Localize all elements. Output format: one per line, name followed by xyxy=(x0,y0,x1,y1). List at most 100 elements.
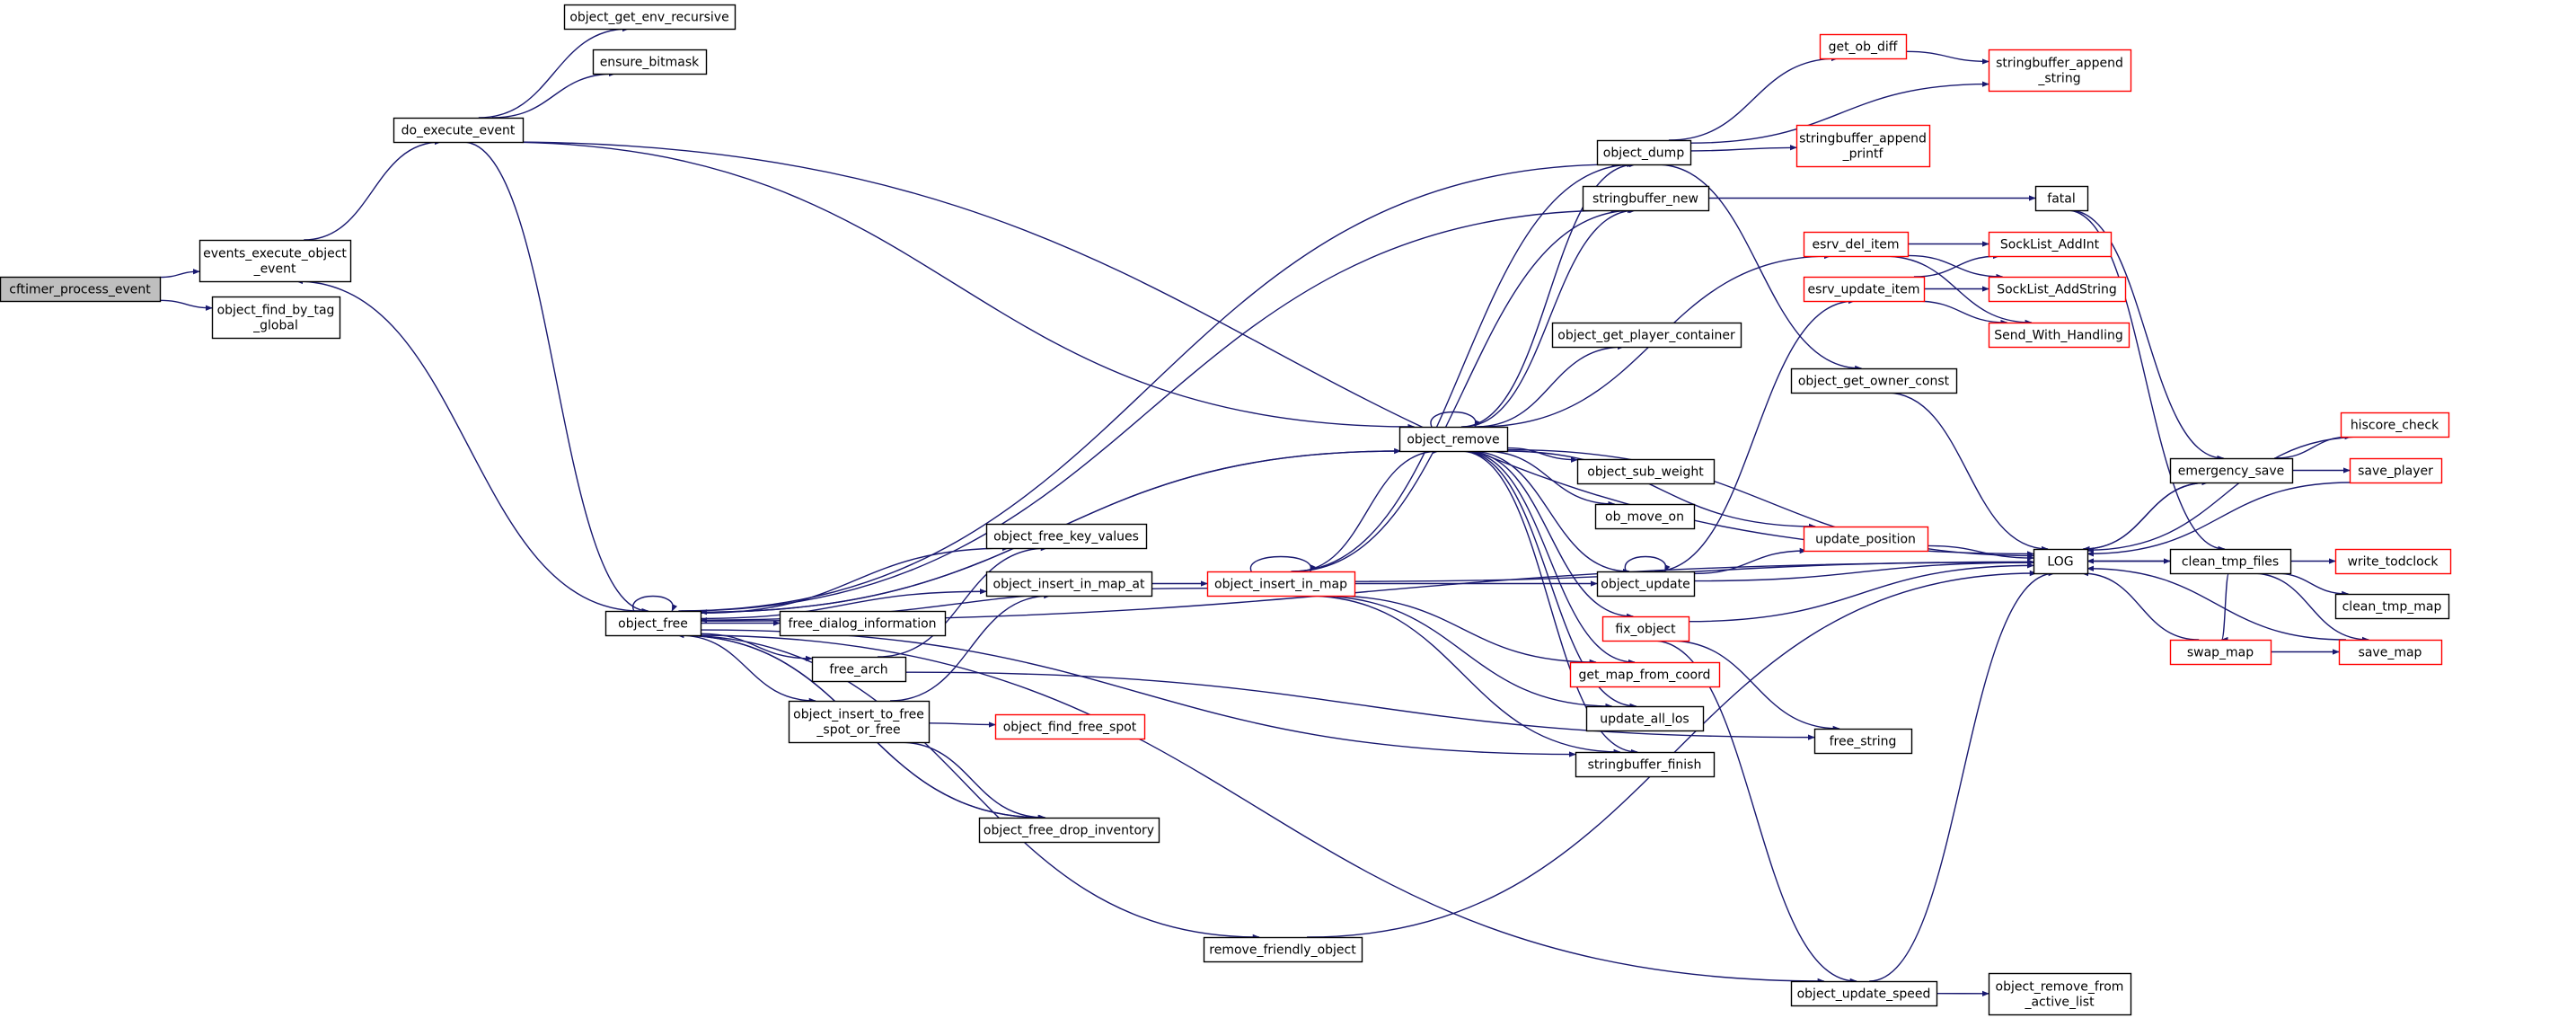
node-clean-tmp-files[interactable]: clean_tmp_files xyxy=(2169,548,2292,575)
node-get-ob-diff[interactable]: get_ob_diff xyxy=(1819,33,1908,60)
node-write-todclock[interactable]: write_todclock xyxy=(2334,548,2452,575)
edge-line xyxy=(1927,544,2034,562)
node-swap-map[interactable]: swap_map xyxy=(2169,639,2272,666)
edge-clean_tmp_files-to-save_map xyxy=(2251,572,2370,643)
edge-line xyxy=(2080,570,2200,641)
node-get-map-from-coord[interactable]: get_map_from_coord xyxy=(1569,661,1721,688)
node-box xyxy=(994,713,1146,740)
node-update-position[interactable]: update_position xyxy=(1803,526,1929,553)
node-box xyxy=(211,296,341,340)
edge-line xyxy=(904,671,1815,740)
edge-line xyxy=(700,629,1576,757)
node-esrv-update-item[interactable]: esrv_update_item xyxy=(1803,276,1926,303)
edge-line xyxy=(1305,595,1621,756)
edge-do_execute_event-to-object_remove xyxy=(497,141,1416,430)
node-box xyxy=(2169,457,2294,484)
node-label: cftimer_process_event xyxy=(9,283,151,297)
edge-line xyxy=(1295,447,1440,572)
node-update-all-los[interactable]: update_all_los xyxy=(1585,705,1705,732)
node-save-map[interactable]: save_map xyxy=(2338,639,2443,666)
node-SockList-AddString[interactable]: SockList_AddString xyxy=(1988,276,2127,303)
node-hiscore-check[interactable]: hiscore_check xyxy=(2340,412,2450,438)
node-ob-move-on[interactable]: ob_move_on xyxy=(1594,503,1696,530)
edge-line xyxy=(2220,572,2230,643)
node-do-execute-event[interactable]: do_execute_event xyxy=(393,117,525,144)
edge-fatal-to-clean_tmp_files xyxy=(2067,209,2226,553)
edge-object_dump-to-object_get_owner_const xyxy=(1655,164,1863,372)
node-object-get-player-container[interactable]: object_get_player_container xyxy=(1551,322,1742,349)
node-label: object_dump xyxy=(1603,146,1685,161)
edge-line xyxy=(2274,433,2352,459)
node-object-free-key-values[interactable]: object_free_key_values xyxy=(985,523,1148,550)
node-fix-object[interactable]: fix_object xyxy=(1601,615,1690,642)
edge-do_execute_event-to-ensure_bitmask xyxy=(491,70,616,119)
node-SockList-AddInt[interactable]: SockList_AddInt xyxy=(1988,231,2113,258)
node-box xyxy=(0,276,162,303)
edge-line xyxy=(1503,450,1816,530)
edge-fix_object-to-object_update_speed xyxy=(1653,640,1857,985)
node-label: object_sub_weight xyxy=(1587,465,1704,480)
edge-line xyxy=(1462,207,1637,428)
edge-object_remove-to-object_dump xyxy=(1460,161,1636,428)
node-label: update_all_los xyxy=(1600,713,1689,727)
node-object-get-env-recursive[interactable]: object_get_env_recursive xyxy=(563,4,737,31)
node-object-remove-from-active-list[interactable]: object_remove_from_active_list xyxy=(1988,972,2132,1016)
node-object-free-drop-inventory[interactable]: object_free_drop_inventory xyxy=(978,817,1160,844)
node-ensure-bitmask[interactable]: ensure_bitmask xyxy=(592,49,708,75)
node-object-sub-weight[interactable]: object_sub_weight xyxy=(1576,458,1716,485)
edge-line xyxy=(1693,547,1807,575)
node-object-update-speed[interactable]: object_update_speed xyxy=(1790,980,1938,1007)
edge-object_dump-to-stringbuffer_append_printf xyxy=(1689,145,1797,152)
edge-object_free-to-LOG xyxy=(700,559,2034,622)
node-object-find-free-spot[interactable]: object_find_free_spot xyxy=(994,713,1146,740)
node-stringbuffer-finish[interactable]: stringbuffer_finish xyxy=(1575,751,1716,778)
node-object-dump[interactable]: object_dump xyxy=(1596,139,1692,166)
node-save-player[interactable]: save_player xyxy=(2349,457,2443,484)
node-events-execute-object-event[interactable]: events_execute_object_event xyxy=(198,239,352,283)
node-esrv-del-item[interactable]: esrv_del_item xyxy=(1803,231,1910,258)
node-LOG[interactable]: LOG xyxy=(2033,548,2089,575)
node-free-arch[interactable]: free_arch xyxy=(811,656,907,683)
edge-fatal-to-emergency_save xyxy=(2069,209,2225,462)
node-emergency-save[interactable]: emergency_save xyxy=(2169,457,2294,484)
node-free-dialog-information[interactable]: free_dialog_information xyxy=(779,610,947,637)
edge-emergency_save-to-hiscore_check xyxy=(2274,433,2352,459)
node-box xyxy=(393,117,525,144)
edge-line xyxy=(2067,209,2226,553)
node-remove-friendly-object[interactable]: remove_friendly_object xyxy=(1203,936,1363,963)
node-fatal[interactable]: fatal xyxy=(2034,185,2089,212)
edge-cftimer_process_event-to-object_find_by_tag_global xyxy=(159,299,213,311)
node-stringbuffer-new[interactable]: stringbuffer_new xyxy=(1582,185,1710,212)
node-object-update[interactable]: object_update xyxy=(1596,571,1696,598)
node-object-insert-to-free-spot-or-free[interactable]: object_insert_to_free_spot_or_free xyxy=(788,700,931,744)
edge-line xyxy=(1291,161,1635,572)
node-label: save_player xyxy=(2358,465,2433,479)
edge-line xyxy=(2273,572,2350,598)
edge-esrv_update_item-to-Send_With_Handling xyxy=(1915,300,2008,326)
node-object-free[interactable]: object_free xyxy=(604,610,702,637)
node-object-get-owner-const[interactable]: object_get_owner_const xyxy=(1790,367,1958,394)
node-label: get_ob_diff xyxy=(1829,40,1898,55)
node-clean-tmp-map[interactable]: clean_tmp_map xyxy=(2334,593,2450,620)
node-object-insert-in-map[interactable]: object_insert_in_map xyxy=(1206,571,1356,598)
node-object-find-by-tag-global[interactable]: object_find_by_tag_global xyxy=(211,296,341,340)
node-object-insert-in-map-at[interactable]: object_insert_in_map_at xyxy=(985,571,1153,598)
edge-object_update-to-esrv_update_item xyxy=(1654,297,1856,572)
node-box xyxy=(1813,728,1913,755)
edge-line xyxy=(1915,300,2008,326)
node-object-remove[interactable]: object_remove xyxy=(1398,426,1509,453)
edge-object_free-to-object_dump xyxy=(678,161,1619,612)
edge-line xyxy=(1460,450,1638,756)
edge-object_get_owner_const-to-LOG xyxy=(1885,392,2049,553)
node-stringbuffer-append-string[interactable]: stringbuffer_append_string xyxy=(1988,49,2132,93)
node-Send-With-Handling[interactable]: Send_With_Handling xyxy=(1988,322,2130,349)
node-free-string[interactable]: free_string xyxy=(1813,728,1913,755)
edge-line xyxy=(678,161,1619,612)
node-stringbuffer-append-printf[interactable]: stringbuffer_append_printf xyxy=(1795,124,1931,168)
edge-fix_object-to-LOG xyxy=(1688,562,2034,623)
node-label: object_insert_in_map xyxy=(1214,578,1347,592)
node-box xyxy=(788,700,931,744)
edge-object_remove-to-LOG xyxy=(1506,448,2034,559)
edge-object_remove-to-get_map_from_coord xyxy=(1462,450,1636,666)
